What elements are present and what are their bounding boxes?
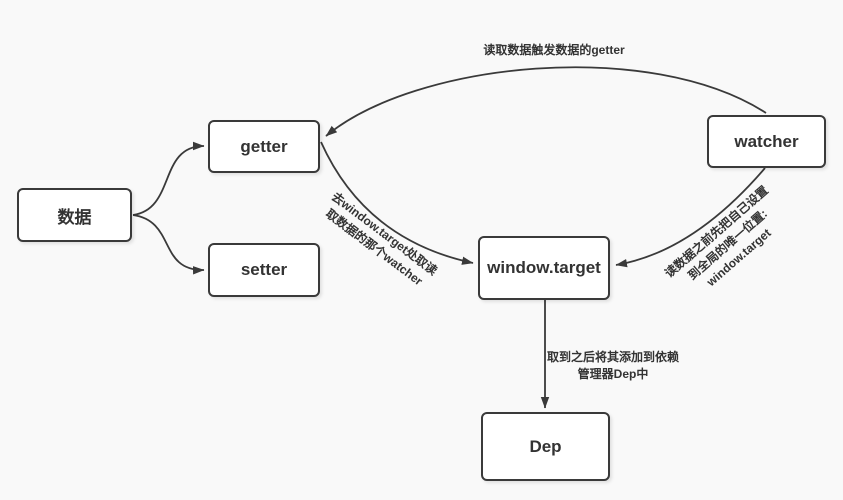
- node-window-target-label: window.target: [487, 258, 601, 277]
- node-data-label: 数据: [57, 207, 92, 227]
- edge-label-target-to-dep-line1: 取到之后将其添加到依赖: [546, 350, 680, 364]
- node-dep-label: Dep: [529, 436, 562, 456]
- edge-label-target-to-dep-line2: 管理器Dep中: [577, 367, 649, 381]
- node-watcher-label: watcher: [734, 131, 799, 151]
- node-setter: setter: [208, 243, 320, 297]
- node-data: 数据: [17, 188, 132, 242]
- edge-data-to-setter: [132, 214, 205, 275]
- edge-watcher-to-window-target: [615, 167, 766, 268]
- node-getter: getter: [208, 120, 320, 173]
- node-setter-label: setter: [240, 260, 288, 279]
- edge-label-target-to-dep: 取到之后将其添加到依赖 管理器Dep中: [547, 349, 679, 383]
- node-getter-label: getter: [240, 136, 288, 156]
- node-watcher: watcher: [707, 115, 826, 168]
- node-dep: Dep: [481, 412, 610, 481]
- node-window-target: window.target: [478, 236, 610, 300]
- edge-data-to-getter: [132, 141, 205, 216]
- edge-label-read-trigger-getter: 读取数据触发数据的getter: [483, 43, 625, 57]
- edge-getter-to-window-target: [320, 141, 474, 265]
- edge-watcher-to-getter: [325, 66, 767, 137]
